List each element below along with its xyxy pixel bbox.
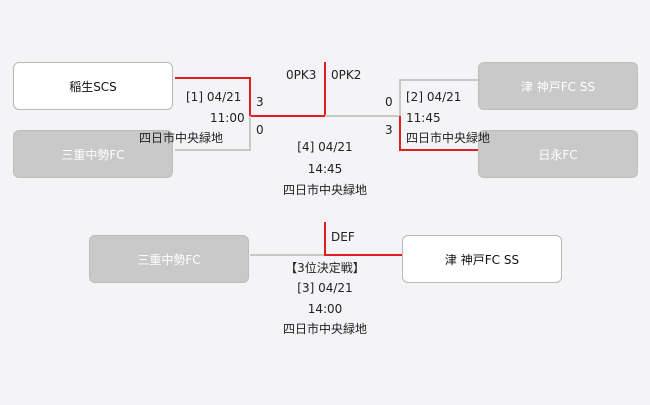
team-box-mie-chusei[interactable]: 三重中勢FC: [13, 130, 173, 178]
final-pk-right: 0PK2: [331, 68, 362, 82]
final-pk-left: 0PK3: [286, 68, 317, 82]
third-match-label: [3] 04/21: [297, 281, 353, 295]
semi2-match-time: 11:45: [406, 111, 441, 125]
team-box-tsu-kanbe[interactable]: 津 神戸FC SS: [478, 62, 638, 110]
team-box-mie-chusei-third[interactable]: 三重中勢FC: [89, 235, 249, 283]
team-box-hinaga[interactable]: 日永FC: [478, 130, 638, 178]
third-winner-line: [324, 222, 402, 256]
semi1-match-time: 11:00: [210, 111, 245, 125]
final-match-time: 14:45: [307, 162, 343, 176]
semi2-score-top: 0: [385, 95, 393, 109]
semi1-loser-line: [175, 116, 251, 151]
team-box-tsu-kanbe-third[interactable]: 津 神戸FC SS: [402, 235, 562, 283]
semi2-loser-line: [325, 79, 478, 117]
third-title: 【3位決定戦】: [285, 261, 365, 275]
third-venue: 四日市中央緑地: [282, 322, 367, 336]
semi2-score-bottom: 3: [385, 123, 393, 137]
team-box-inou[interactable]: 稲生SCS: [13, 62, 173, 110]
third-match-time: 14:00: [307, 302, 343, 316]
semi2-match-label: [2] 04/21: [406, 90, 462, 104]
semi1-score-bottom: 0: [256, 123, 264, 137]
final-venue: 四日市中央緑地: [282, 183, 367, 197]
semi1-match-label: [1] 04/21: [186, 90, 242, 104]
semi1-venue: 四日市中央緑地: [139, 131, 224, 145]
semi1-score-top: 3: [256, 95, 264, 109]
final-match-label: [4] 04/21: [297, 140, 353, 154]
semi2-venue: 四日市中央緑地: [406, 131, 491, 145]
semi2-winner-line: [399, 116, 478, 151]
third-def-note: DEF: [331, 230, 355, 244]
